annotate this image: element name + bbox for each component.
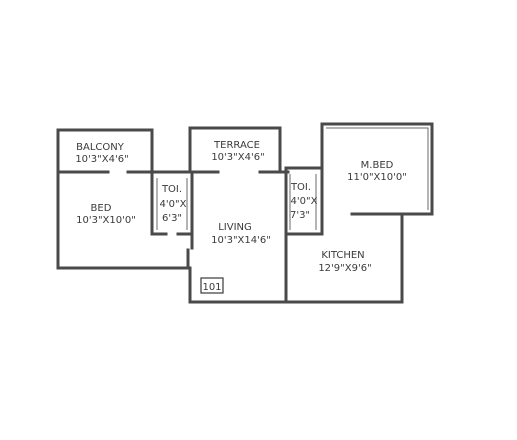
room-toilet-1-name: TOI.: [161, 184, 182, 195]
room-toilet-2-size-line-2: 7'3": [290, 210, 310, 221]
room-kitchen-name: KITCHEN: [321, 250, 364, 261]
toilet-2-inner-wall: [289, 174, 317, 230]
room-bed: BED 10'3"X10'0": [76, 203, 136, 226]
room-balcony-size: 10'3"X4'6": [75, 154, 128, 165]
toilet-1-wall: [150, 170, 194, 236]
room-bed-size: 10'3"X10'0": [76, 215, 136, 226]
toilet-2-wall: [284, 166, 324, 236]
toilet-1-inner-wall: [156, 178, 188, 230]
bed-outer-wall: [56, 166, 190, 270]
unit-number-badge: 101: [200, 277, 224, 294]
room-balcony: BALCONY 10'3"X4'6": [75, 142, 128, 165]
room-terrace: TERRACE 10'3"X4'6": [211, 140, 264, 163]
kitchen-wall: [284, 212, 404, 304]
room-terrace-name: TERRACE: [213, 140, 260, 151]
master-bed-wall: [320, 122, 434, 216]
living-bottom-wall: [188, 266, 288, 304]
master-bed-inner-wall: [326, 127, 429, 210]
room-toilet-1: TOI. 4'0"X 6'3": [160, 184, 187, 224]
room-toilet-1-size-line-2: 6'3": [162, 213, 182, 224]
room-kitchen: KITCHEN 12'9"X9'6": [318, 250, 371, 274]
room-kitchen-size: 12'9"X9'6": [318, 263, 371, 274]
unit-number-box: [200, 277, 224, 294]
room-master-bed-size: 11'0"X10'0": [347, 172, 407, 183]
room-living: LIVING 10'3"X14'6": [211, 222, 271, 246]
room-toilet-1-size-line-1: 4'0"X: [160, 199, 187, 210]
room-toilet-2: TOI. 4'0"X 7'3": [290, 182, 318, 221]
room-master-bed-name: M.BED: [361, 160, 394, 171]
room-living-size: 10'3"X14'6": [211, 235, 271, 246]
walls: [56, 122, 434, 304]
terrace-wall: [188, 126, 282, 174]
unit-number: 101: [202, 282, 221, 293]
room-living-name: LIVING: [218, 222, 252, 233]
room-toilet-2-name: TOI.: [290, 182, 311, 193]
room-balcony-name: BALCONY: [76, 142, 125, 153]
balcony-wall: [56, 128, 154, 172]
room-terrace-size: 10'3"X4'6": [211, 152, 264, 163]
room-bed-name: BED: [91, 203, 112, 214]
room-master-bed: M.BED 11'0"X10'0": [347, 160, 407, 183]
room-toilet-2-size-line-1: 4'0"X: [291, 196, 318, 207]
